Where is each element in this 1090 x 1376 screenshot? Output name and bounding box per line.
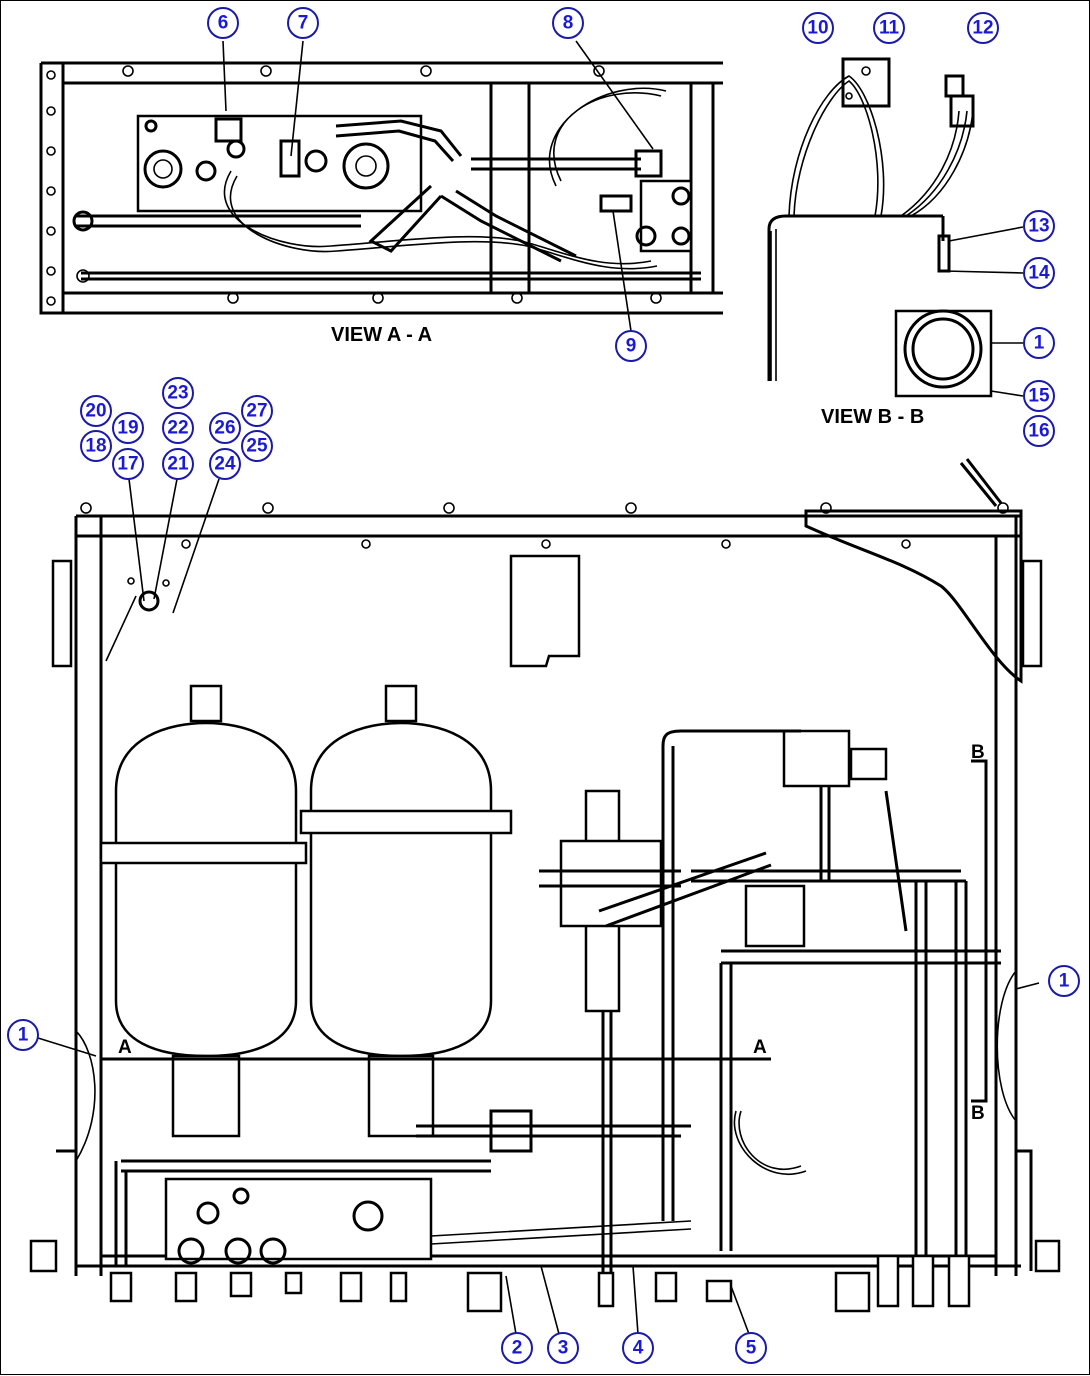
callout-11-label: 11 xyxy=(879,18,900,39)
callout-14-label: 14 xyxy=(1028,263,1050,284)
callout-1-left-label: 1 xyxy=(18,1025,29,1046)
view-a-a-drawing xyxy=(39,40,723,332)
callout-15-label: 15 xyxy=(1028,386,1050,407)
callout-7[interactable]: 7 xyxy=(287,7,319,39)
section-mark-b-bottom: B xyxy=(971,1103,985,1124)
callout-8[interactable]: 8 xyxy=(552,7,584,39)
callout-6-label: 6 xyxy=(218,13,229,34)
callout-12[interactable]: 12 xyxy=(967,12,999,44)
callout-18[interactable]: 18 xyxy=(80,430,112,462)
main-assembly-drawing xyxy=(29,458,1061,1335)
view-b-b-label: VIEW B - B xyxy=(821,406,924,428)
callout-25-label: 25 xyxy=(246,436,268,457)
callout-8-label: 8 xyxy=(563,13,574,34)
callout-7-label: 7 xyxy=(298,13,309,34)
section-mark-a-left: A xyxy=(118,1037,132,1058)
callout-9[interactable]: 9 xyxy=(615,330,647,362)
callout-10-label: 10 xyxy=(807,18,828,39)
callout-1-view-b-label: 1 xyxy=(1034,333,1045,354)
callout-1-right[interactable]: 1 xyxy=(1048,965,1080,997)
callout-20-label: 20 xyxy=(85,401,106,422)
callout-27-label: 27 xyxy=(246,401,267,422)
view-b-b-drawing xyxy=(767,57,1024,398)
callout-16-label: 16 xyxy=(1028,421,1049,442)
callout-14[interactable]: 14 xyxy=(1023,257,1055,289)
callout-22[interactable]: 22 xyxy=(162,412,194,444)
callout-12-label: 12 xyxy=(972,18,993,39)
callout-5[interactable]: 5 xyxy=(735,1332,767,1364)
callout-15[interactable]: 15 xyxy=(1023,380,1055,412)
callout-1-right-label: 1 xyxy=(1059,971,1070,992)
callout-24[interactable]: 24 xyxy=(209,448,241,480)
callout-2-label: 2 xyxy=(512,1338,523,1359)
callout-1-left[interactable]: 1 xyxy=(7,1019,39,1051)
callout-16[interactable]: 16 xyxy=(1023,415,1055,447)
callout-13[interactable]: 13 xyxy=(1023,210,1055,242)
callout-11[interactable]: 11 xyxy=(873,12,905,44)
callout-21-label: 21 xyxy=(167,454,189,475)
callout-20[interactable]: 20 xyxy=(80,395,112,427)
callout-21[interactable]: 21 xyxy=(162,448,194,480)
callout-19-label: 19 xyxy=(117,418,138,439)
callout-17[interactable]: 17 xyxy=(112,448,144,480)
callout-17-label: 17 xyxy=(117,454,138,475)
callout-22-label: 22 xyxy=(167,418,188,439)
callout-19[interactable]: 19 xyxy=(112,412,144,444)
callout-23-label: 23 xyxy=(167,383,188,404)
callout-9-label: 9 xyxy=(626,336,637,357)
callout-24-label: 24 xyxy=(214,454,236,475)
callout-3-label: 3 xyxy=(558,1338,569,1359)
callout-27[interactable]: 27 xyxy=(241,395,273,427)
callout-26[interactable]: 26 xyxy=(209,412,241,444)
callout-26-label: 26 xyxy=(214,418,235,439)
section-mark-b-top: B xyxy=(971,742,985,763)
callout-2[interactable]: 2 xyxy=(501,1332,533,1364)
callout-4[interactable]: 4 xyxy=(622,1332,654,1364)
callout-1-view-b[interactable]: 1 xyxy=(1023,327,1055,359)
callout-6[interactable]: 6 xyxy=(207,7,239,39)
view-a-a-label: VIEW A - A xyxy=(331,324,432,346)
callout-23[interactable]: 23 xyxy=(162,377,194,409)
callout-3[interactable]: 3 xyxy=(547,1332,579,1364)
callout-10[interactable]: 10 xyxy=(802,12,834,44)
callout-18-label: 18 xyxy=(85,436,106,457)
callout-4-label: 4 xyxy=(633,1338,644,1359)
section-mark-a-right: A xyxy=(753,1037,767,1058)
callout-25[interactable]: 25 xyxy=(241,430,273,462)
callout-5-label: 5 xyxy=(746,1338,757,1359)
callout-13-label: 13 xyxy=(1028,216,1049,237)
